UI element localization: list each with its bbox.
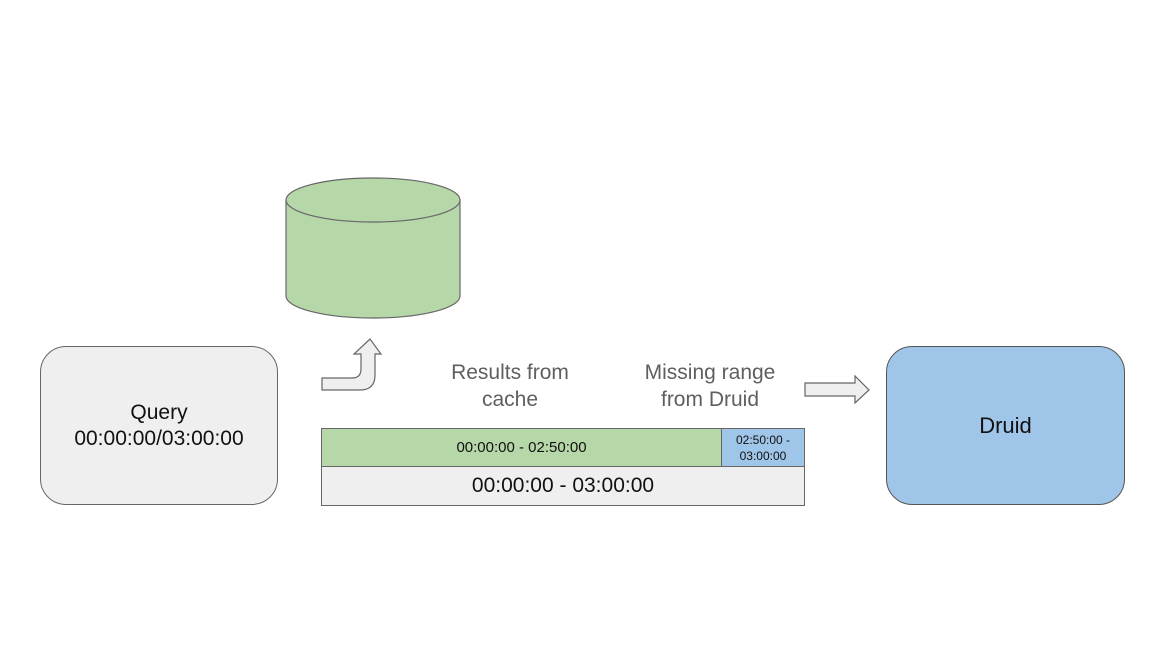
caption-missing-range: Missing range from Druid — [644, 361, 776, 411]
timeline-missing-segment: 02:50:00 - 03:00:00 — [721, 428, 805, 467]
timeline-cached-segment: 00:00:00 - 02:50:00 — [321, 428, 722, 467]
timeline-full-range: 00:00:00 - 03:00:00 — [321, 466, 805, 506]
query-label: Query — [130, 400, 188, 424]
druid-box: Druid — [886, 346, 1125, 505]
query-box: Query 00:00:00/03:00:00 — [40, 346, 278, 505]
bent-arrow-up-icon — [321, 338, 383, 391]
query-range: 00:00:00/03:00:00 — [74, 426, 244, 450]
caption-results-from-cache: Results from cache — [451, 361, 569, 411]
cache-database-icon — [285, 177, 461, 319]
arrow-right-icon — [804, 374, 870, 405]
